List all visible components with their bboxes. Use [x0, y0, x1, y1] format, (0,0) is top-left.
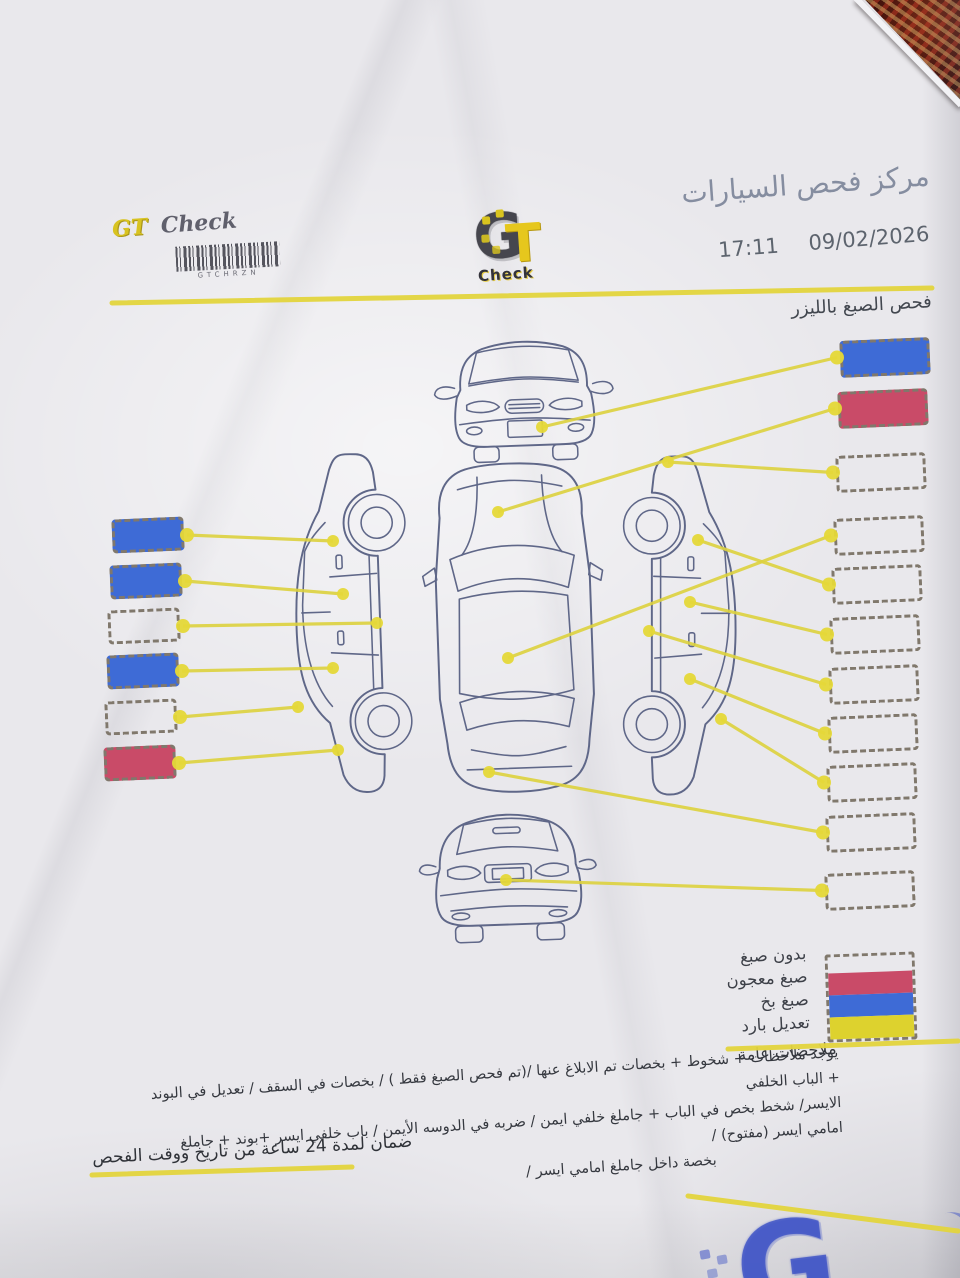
paint-mark-L5 [104, 698, 178, 736]
datetime-row: 17:11 09/02/2026 [718, 222, 931, 263]
car-top-view-diagram [416, 455, 613, 799]
paint-mark-R1 [839, 337, 931, 378]
paint-mark-R9 [826, 762, 918, 803]
car-rear-view-diagram [406, 803, 611, 946]
paint-mark-R10 [825, 812, 917, 853]
paint-mark-L6 [103, 744, 177, 782]
logo-check-label: Check [477, 263, 535, 286]
barcode-block: GTCHRZN [175, 241, 281, 280]
paint-mark-R5 [831, 564, 923, 605]
paint-mark-R6 [829, 614, 921, 655]
paint-mark-L4 [106, 652, 180, 690]
paint-mark-R11 [824, 870, 916, 911]
paint-mark-R4 [833, 515, 925, 556]
ink-stamp-fragments [699, 1249, 711, 1260]
script-check: Check [159, 207, 238, 239]
ink-stamp-g: G [727, 1190, 845, 1278]
notes-lines: يوجد ملاحظات + شخوط + بخصات تم الابلاغ ع… [147, 1041, 845, 1208]
car-left-side-view-diagram [270, 438, 429, 809]
legend-swatch-cold [829, 1014, 915, 1040]
paint-mark-L3 [107, 607, 181, 645]
paint-mark-R2 [837, 388, 929, 429]
gt-check-logo: G T Check [465, 194, 581, 296]
car-right-side-view-diagram [610, 442, 756, 808]
legend-swatch-putty [828, 970, 913, 996]
section-label-laser-paint-check: فحص الصبغ بالليزر [790, 291, 933, 320]
car-front-view-diagram [426, 329, 622, 466]
legend-swatch-spray [828, 992, 914, 1018]
inspection-date: 09/02/2026 [808, 221, 931, 256]
legend-label: تعديل بارد [740, 1012, 811, 1036]
script-gt: GT [111, 213, 149, 243]
ink-stamp-edge-fragment [920, 1205, 960, 1275]
paint-mark-R8 [827, 713, 919, 754]
paint-mark-L1 [111, 516, 185, 554]
document-title: مركز فحص السيارات [680, 159, 931, 210]
paint-mark-R7 [828, 664, 920, 705]
paint-mark-L2 [109, 562, 183, 600]
paint-mark-R3 [835, 452, 927, 493]
inspection-time: 17:11 [717, 233, 781, 263]
legend-swatch-box [824, 951, 918, 1043]
gt-check-script-logo: GT Check [111, 208, 237, 243]
